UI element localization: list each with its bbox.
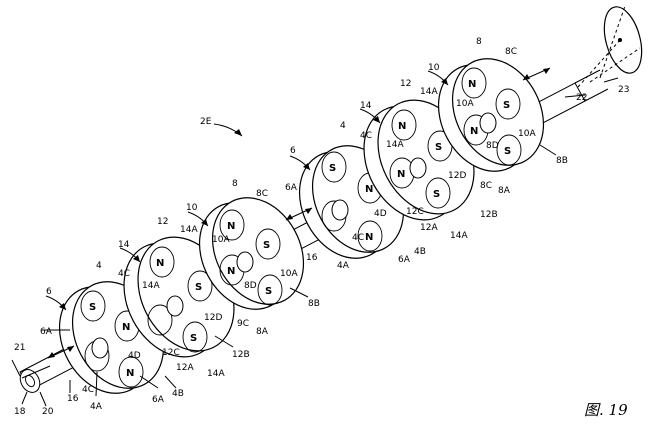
leader-lines: [21, 77, 619, 407]
ref-label: 12A: [176, 363, 194, 373]
ref-label: 10A: [456, 99, 474, 109]
ref-label: 6: [290, 146, 296, 156]
figure-caption: 图. 19: [584, 401, 628, 419]
load-disc: [577, 5, 643, 88]
magnet-pole-s: S: [503, 100, 510, 111]
ref-label: 14A: [420, 87, 438, 97]
ref-label: 14: [118, 240, 130, 250]
ref-label: 14A: [142, 281, 160, 291]
motion-arrows: [47, 67, 551, 359]
magnet-pole-s: S: [190, 333, 197, 344]
ref-label: 4C: [352, 233, 364, 243]
magnet-pole-s: S: [435, 142, 442, 153]
magnet-pole-s: S: [89, 302, 96, 313]
magnet-pole-n: N: [122, 322, 130, 333]
magnet-pole-s: S: [504, 146, 511, 157]
ref-label: 6A: [40, 327, 53, 337]
magnet-pole-n: N: [227, 266, 235, 277]
ref-label: 14: [360, 101, 372, 111]
ref-label: 14A: [207, 369, 225, 379]
ref-label: 12C: [406, 207, 424, 217]
lead-arrows: [45, 70, 449, 311]
magnet-pole-s: S: [433, 189, 440, 200]
magnet-pole-n: N: [468, 79, 476, 90]
ref-label: 22: [576, 93, 587, 103]
ref-label: 8C: [256, 189, 268, 199]
ref-label: 16: [67, 394, 79, 404]
ref-label: 4B: [172, 389, 184, 399]
magnet-pole-n: N: [365, 232, 373, 243]
ref-label: 14A: [386, 140, 404, 150]
magnet-pole-s: S: [265, 286, 272, 297]
magnet-pole-n: N: [397, 169, 405, 180]
ref-label: 12C: [162, 348, 180, 358]
ref-label: 10: [428, 63, 440, 73]
ref-label: 8D: [244, 281, 257, 291]
ref-label: 4A: [337, 261, 350, 271]
ref-label: 6A: [398, 255, 411, 265]
ref-label: 6: [46, 287, 52, 297]
ref-label: 10: [186, 203, 198, 213]
ref-label: 4D: [374, 209, 387, 219]
ref-label: 2E: [200, 117, 212, 127]
ref-label: 14A: [180, 225, 198, 235]
ref-label: 18: [14, 407, 26, 417]
magnet-pole-s: S: [329, 163, 336, 174]
magnet-pole-n: N: [227, 221, 235, 232]
rotor-disc-8-front: N S S N: [198, 197, 305, 310]
magnet-pole-n: N: [398, 121, 406, 132]
ref-label: 12D: [448, 171, 466, 181]
ref-label: 6A: [285, 183, 298, 193]
ref-label: 4C: [118, 269, 130, 279]
magnet-pole-s: S: [263, 240, 270, 251]
ref-label: 4C: [360, 131, 372, 141]
ref-label: 8B: [556, 156, 568, 166]
ref-label: 6A: [152, 395, 165, 405]
ref-label: 4D: [128, 351, 141, 361]
ref-label: 8A: [256, 327, 269, 337]
ref-label: 4B: [414, 247, 426, 257]
ref-label: 12B: [232, 350, 250, 360]
ref-label: 8: [476, 37, 482, 47]
ref-label: 23: [618, 85, 629, 95]
ref-label: 8B: [308, 299, 320, 309]
ref-label: 12D: [204, 313, 222, 323]
ref-label: 21: [14, 343, 25, 353]
ref-label: 4: [96, 261, 102, 271]
ref-label: 8D: [486, 141, 499, 151]
ref-label: 12B: [480, 210, 498, 220]
ref-label: 8C: [505, 47, 517, 57]
ref-label: 8A: [498, 186, 511, 196]
ref-label: 12: [157, 217, 168, 227]
ref-label: 10A: [518, 129, 536, 139]
ref-label: 8C: [480, 181, 492, 191]
magnet-pole-n: N: [156, 258, 164, 269]
reference-labels: 18 20 21 16 4C 4A 6A 6 4 4C 4D 6A 4B 12 …: [14, 37, 629, 417]
magnet-pole-n: N: [365, 184, 373, 195]
ref-label: 9C: [237, 319, 249, 329]
ref-label: 10A: [212, 235, 230, 245]
rotor-disc-8-rear: N S S N: [437, 58, 545, 172]
ref-label: 12: [400, 79, 411, 89]
magnet-pole-n: N: [470, 126, 478, 137]
input-shaft-end: [11, 359, 51, 393]
ref-label: 4: [340, 121, 346, 131]
magnet-pole-s: S: [195, 282, 202, 293]
ref-label: 4A: [90, 402, 103, 412]
ref-label: 16: [306, 253, 318, 263]
magnet-pole-n: N: [126, 368, 134, 379]
ref-label: 10A: [280, 269, 298, 279]
ref-label: 14A: [450, 231, 468, 241]
ref-label: 12A: [420, 223, 438, 233]
ref-label: 8: [232, 179, 238, 189]
ref-label: 4C: [82, 385, 94, 395]
rotor-disc-12-rear: N S S N: [363, 99, 475, 221]
ref-label: 20: [42, 407, 54, 417]
